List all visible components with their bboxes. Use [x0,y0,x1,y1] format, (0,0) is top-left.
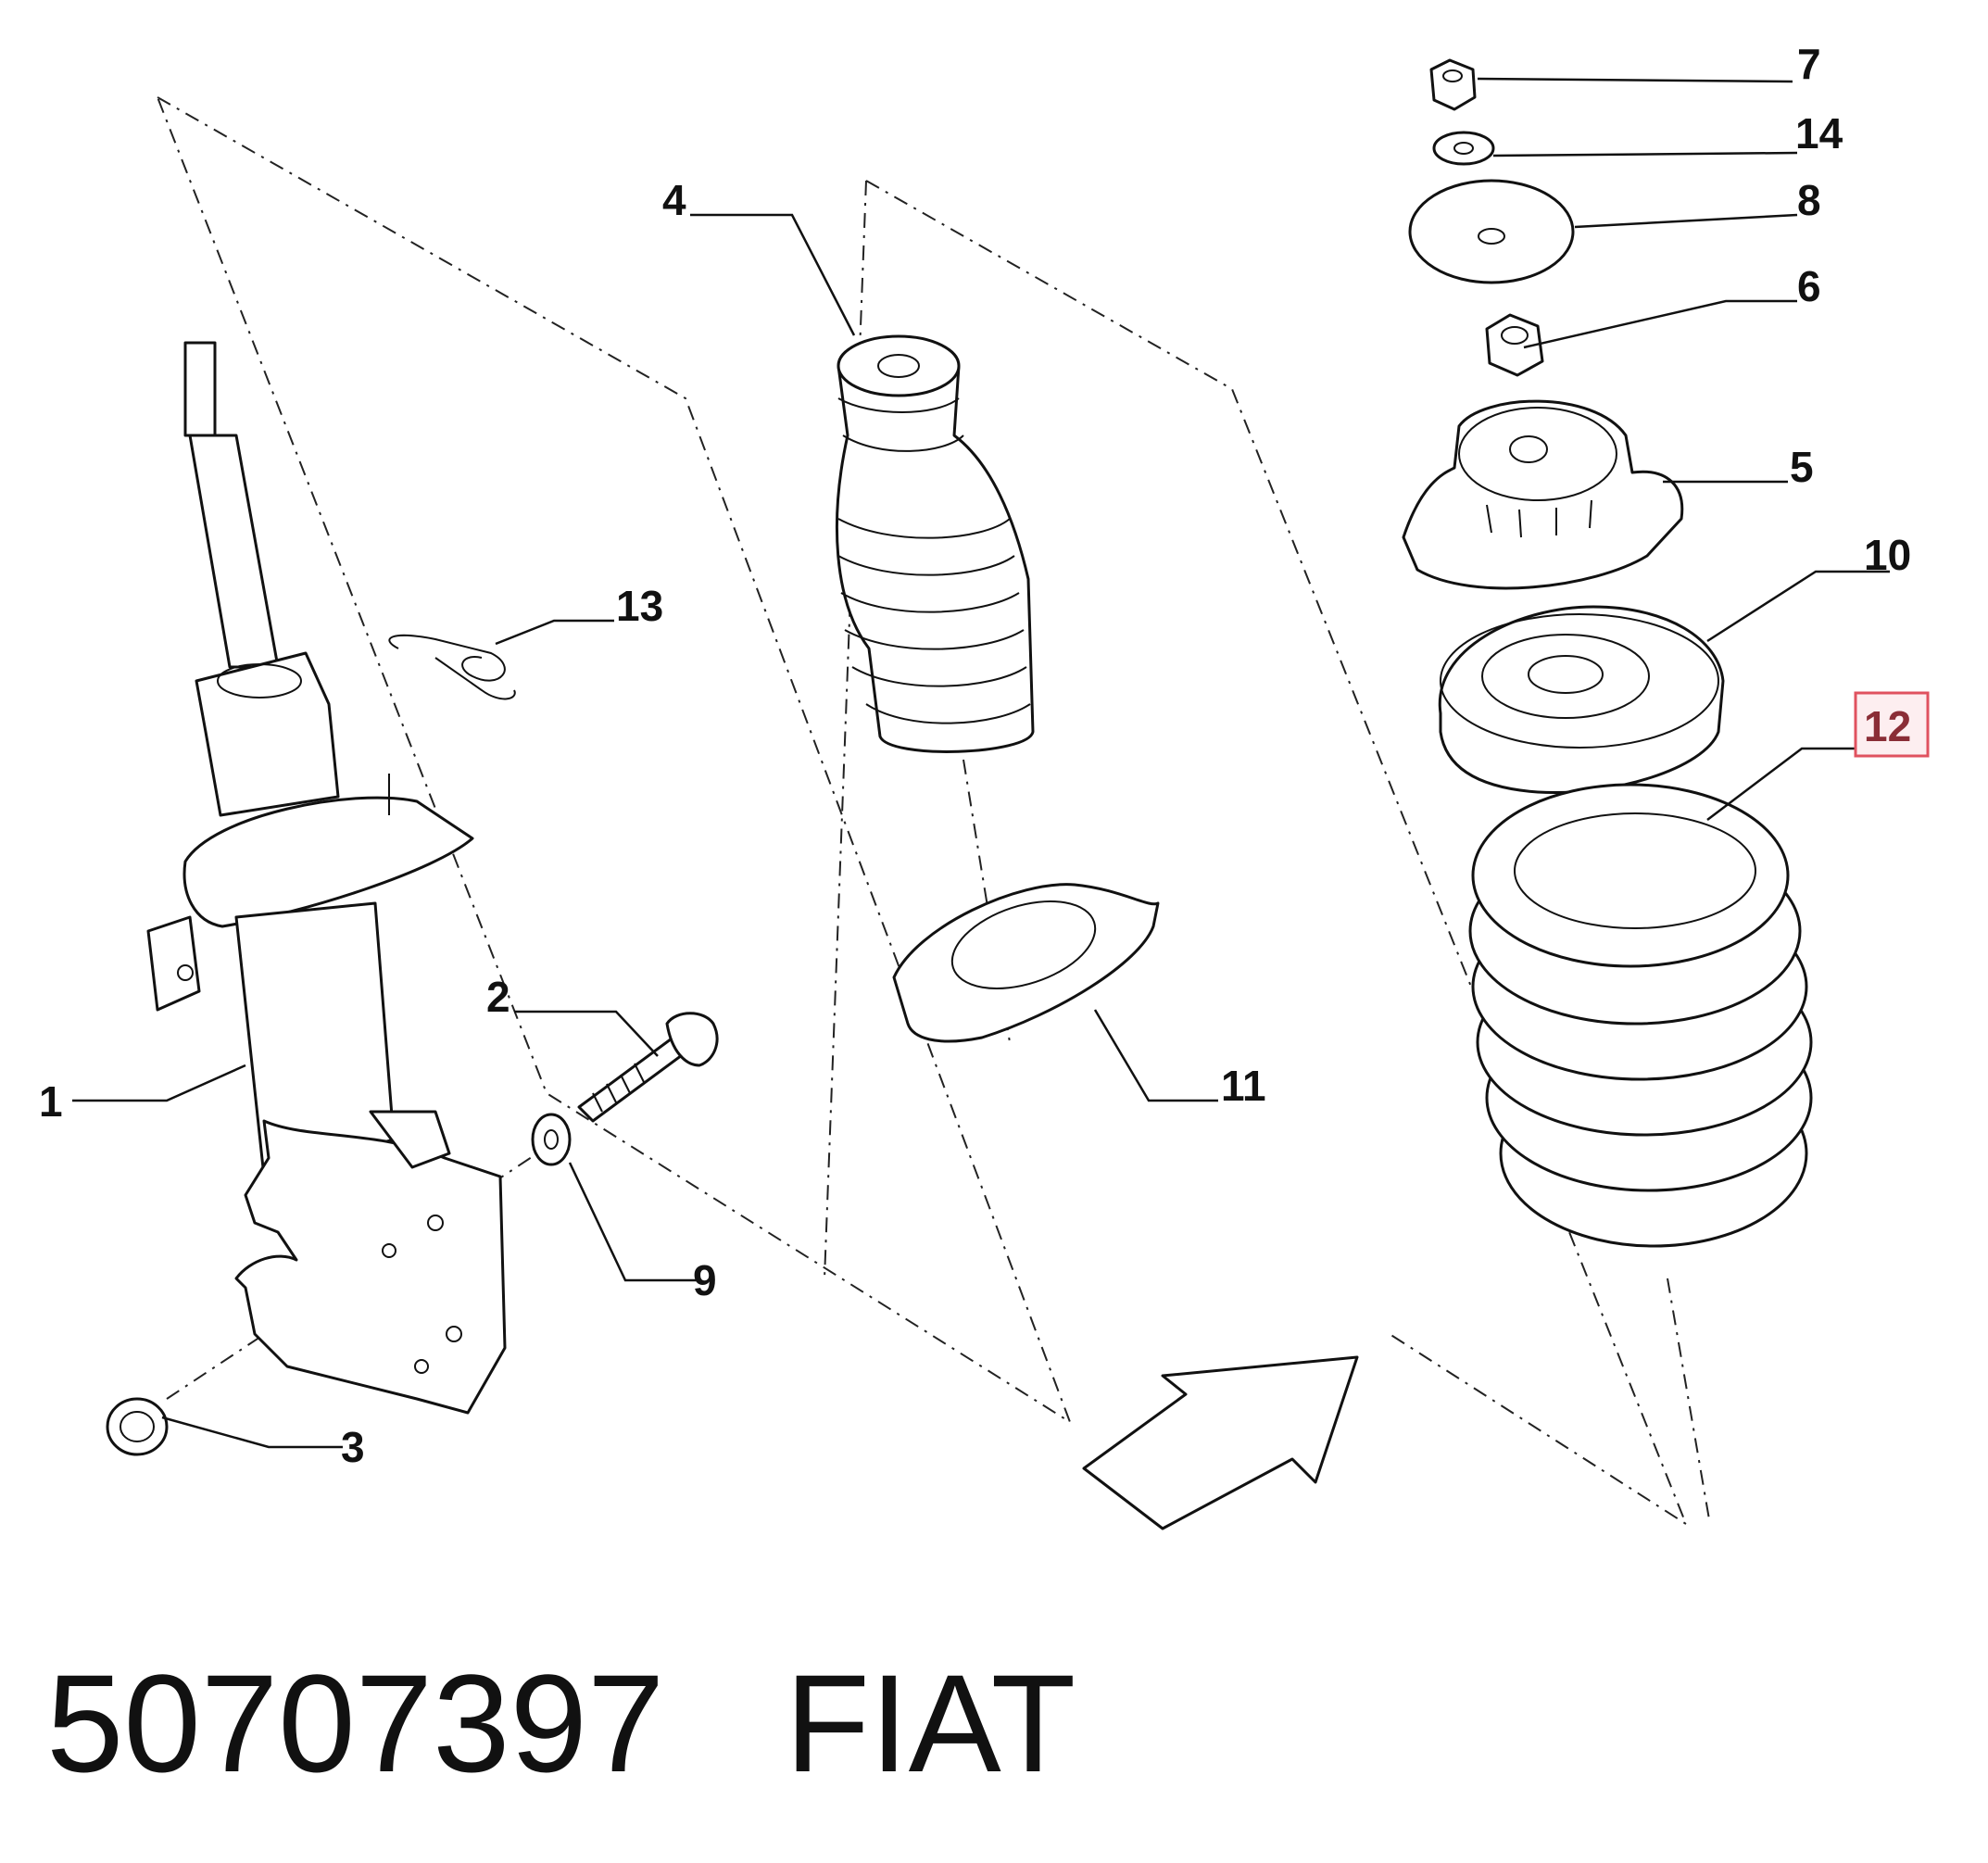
callout-2: 2 [486,973,510,1021]
small-washer-part [1432,131,1495,166]
coil-spring-part [1468,783,1813,1248]
retaining-clip-part [388,634,516,700]
callout-12: 12 [1864,702,1911,750]
spring-seat-part [1438,605,1725,795]
washer-part [531,1113,572,1166]
callout-13: 13 [616,582,663,630]
top-nut-part [1429,58,1477,111]
callout-labels: 1 2 3 4 5 6 7 8 9 10 11 13 14 12 [39,40,1930,1471]
bolt-part [577,1012,719,1123]
direction-arrow [1082,1355,1359,1530]
brand-name: FIAT [785,1645,1076,1801]
strut-top-mount-part [1402,399,1684,590]
part-caption: 50707397 FIAT [46,1640,1076,1806]
leader-lines [72,77,1890,1449]
flange-nut-part [106,1397,169,1456]
callout-7: 7 [1797,40,1821,88]
callout-10: 10 [1864,531,1911,579]
strut-assembly-part [146,341,507,1415]
callout-3: 3 [341,1423,365,1471]
dust-boot-part [835,334,1035,753]
callout-6: 6 [1797,262,1821,310]
exploded-strut-diagram: 1 2 3 4 5 6 7 8 9 10 11 13 14 12 [39,40,1930,1530]
callout-11: 11 [1221,1062,1266,1110]
callout-5: 5 [1790,443,1814,491]
callout-9: 9 [693,1256,717,1304]
cup-washer-part [1408,179,1575,284]
part-number: 50707397 [46,1645,665,1801]
callout-1: 1 [39,1077,63,1126]
mount-nut-part [1485,313,1544,377]
callout-4: 4 [662,176,686,224]
callout-12-highlight-box [1854,691,1930,758]
callout-14: 14 [1795,109,1843,157]
callout-8: 8 [1797,176,1821,224]
lower-spring-pad-part [892,883,1160,1043]
